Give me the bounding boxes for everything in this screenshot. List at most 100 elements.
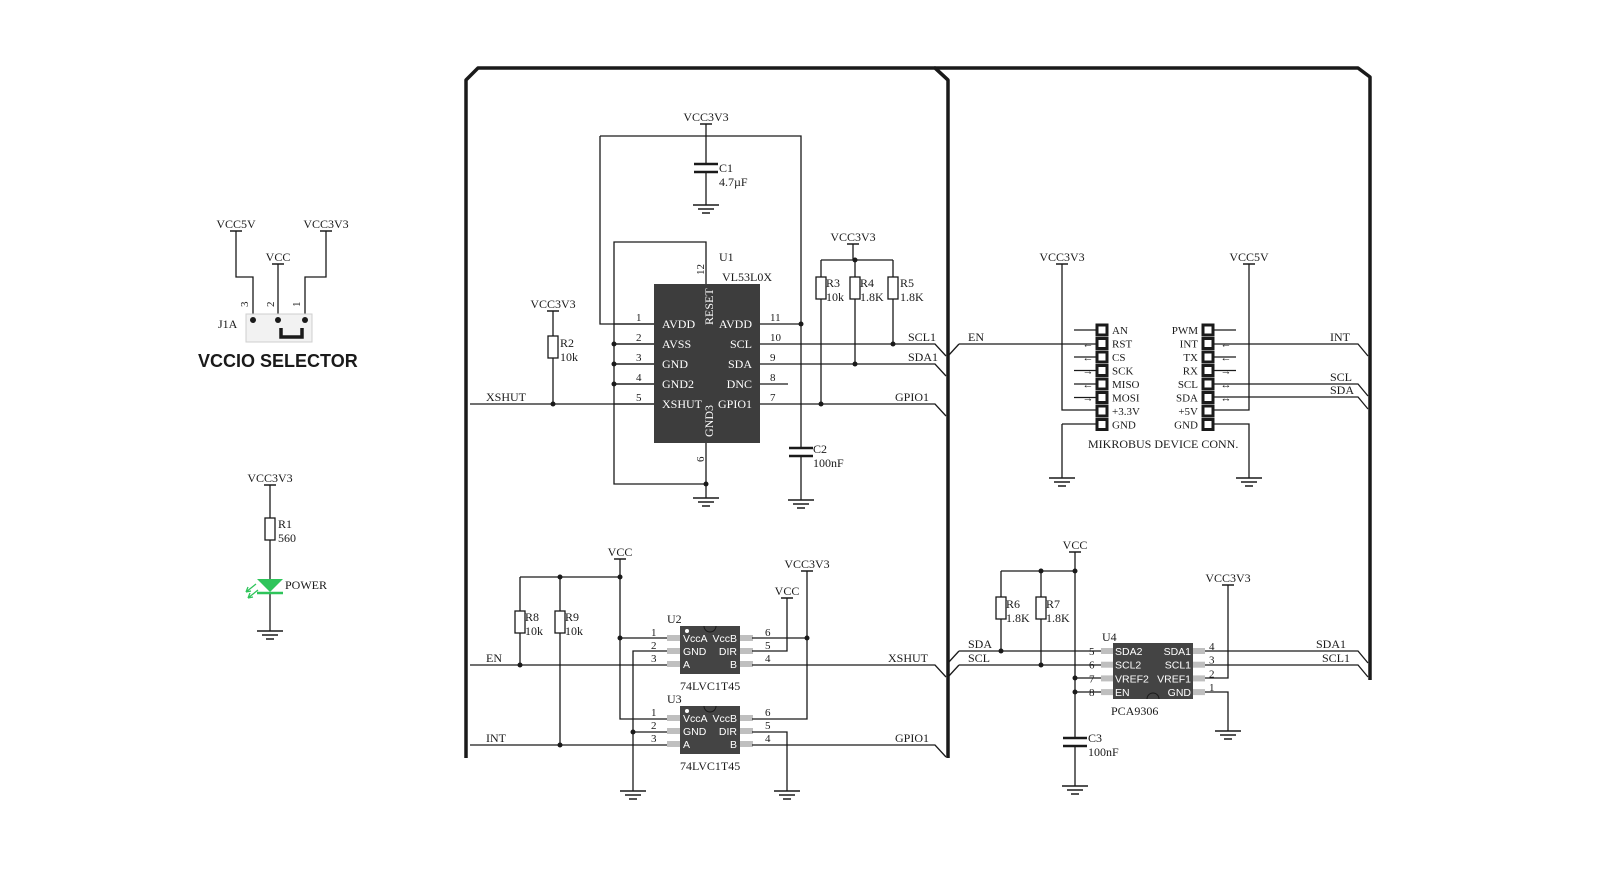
chip-pin-number: 4 (765, 653, 771, 665)
mikrobus-power-wires (1061, 264, 1250, 478)
ground-symbol (692, 204, 720, 214)
power-led-circuit: VCC3V3 R1 560 POWER (245, 471, 327, 640)
vcc3v3-rail-label: VCC3V3 (530, 297, 575, 311)
buffer-net-scl-label: SCL (968, 651, 990, 665)
u1-bottom-pin-name: GND3 (702, 405, 716, 437)
chip-pin-number: 3 (651, 653, 657, 665)
chip-pin-name: VREF1 (1157, 673, 1191, 685)
net-sda1-label: SDA1 (908, 350, 938, 364)
chip-pin (667, 741, 680, 747)
chip-pin (1193, 661, 1205, 668)
chip-pin-name: VccA (683, 713, 708, 725)
mikrobus-right-pin (1201, 337, 1215, 350)
u1-pin-name: XSHUT (662, 397, 703, 411)
chip-pin (667, 648, 680, 654)
chip-pin-number: 6 (765, 627, 771, 639)
chip-pin-number: 2 (1209, 668, 1215, 680)
u1-bottom-pin-num: 6 (695, 456, 707, 462)
vccio-selector: VCC5V VCC VCC3V3 3 2 1 J1A VCCIO SELECTO… (198, 217, 358, 371)
chip-pin-number: 6 (765, 707, 771, 719)
r1-value: 560 (278, 531, 296, 545)
r1-ref: R1 (278, 517, 292, 531)
mikrobus-left-pin-label: SCK (1112, 366, 1133, 378)
junction (852, 257, 858, 263)
junction (703, 481, 709, 487)
chip-pin (740, 661, 753, 667)
junction (1072, 689, 1078, 695)
u1-pin-number: 9 (770, 352, 776, 364)
mikrobus-left-direction-icon: ← (1083, 339, 1094, 351)
mikrobus-right-direction-icon: ↔ (1221, 379, 1232, 391)
translator-u3-chip (680, 706, 740, 754)
resistor-r5 (887, 276, 899, 300)
mikrobus-signal-wires (947, 343, 1369, 410)
ground-symbol (692, 497, 720, 507)
mikrobus-left-pin (1095, 391, 1109, 404)
buffer-net-sda1-label: SDA1 (1316, 637, 1346, 651)
u1-pin-name: SCL (730, 337, 752, 351)
junction (617, 635, 623, 641)
mikrobus-right-direction-icon: → (1221, 366, 1232, 378)
mikrobus-right-pin-label: SDA (1176, 393, 1198, 405)
chip-pin-name: DIR (719, 646, 738, 658)
chip-pin-name: VccA (683, 633, 708, 645)
ground-symbol (787, 499, 815, 509)
vcc3v3-rail-label: VCC3V3 (247, 471, 292, 485)
chip-pin (740, 715, 753, 721)
u1-pin-number: 2 (636, 332, 642, 344)
r4-value: 1.8K (860, 290, 884, 304)
r3-value: 10k (826, 290, 844, 304)
buffer-net-sda-label: SDA (968, 637, 992, 651)
chip-pin (740, 635, 753, 641)
chip-pin-name: GND (1168, 687, 1192, 699)
ground-symbol (1061, 785, 1089, 795)
junction (818, 401, 824, 407)
vcc3v3-rail-label: VCC3V3 (303, 217, 348, 231)
chip-pin (667, 661, 680, 667)
u3-ref: U3 (667, 692, 682, 706)
mikrobus-right-pin (1201, 377, 1215, 391)
junction (1072, 568, 1078, 574)
mikrobus-right-direction-icon: ← (1221, 352, 1232, 364)
mikrobus-right-pin (1201, 364, 1215, 377)
jumper-pin-3 (250, 317, 256, 323)
mikrobus-right-pin (1201, 404, 1215, 418)
mikrobus-right-direction-icon: ← (1221, 339, 1232, 351)
mikrobus-right-pin-label: GND (1174, 420, 1198, 432)
vcc-rail-label: VCC (608, 545, 633, 559)
chip-pin-name: DIR (719, 726, 738, 738)
mikrobus-right-pin-label: TX (1183, 352, 1198, 364)
ground-symbol (1214, 730, 1242, 740)
translator-vcc-wires (519, 559, 668, 745)
vcc-rail-label: VCC (266, 250, 291, 264)
junction (890, 341, 896, 347)
chip-pin (667, 635, 680, 641)
junction (1072, 675, 1078, 681)
junction (550, 401, 556, 407)
junction (1038, 662, 1044, 668)
mikrobus-right-pin (1201, 323, 1215, 337)
vcc5v-rail-label: VCC5V (216, 217, 256, 231)
c1-value: 4.7µF (719, 175, 748, 189)
ground-symbol (619, 790, 647, 800)
jumper-pin-label-1: 1 (291, 302, 303, 308)
jumper-shunt (279, 328, 304, 339)
u1-pin-number: 1 (636, 312, 642, 324)
mikrobus-net-scl-label: SCL (1330, 370, 1352, 384)
buffer-output-wires (1205, 585, 1369, 731)
mikrobus-left-pin (1095, 418, 1109, 431)
mikrobus-right-pin (1201, 391, 1215, 404)
net-int-label: INT (486, 731, 507, 745)
chip-pin-number: 6 (1089, 660, 1095, 672)
vccio-wires (235, 231, 327, 318)
chip-pin-number: 4 (765, 733, 771, 745)
section-border-mikrobus (933, 66, 1372, 680)
vcc-rail-label: VCC (1063, 538, 1088, 552)
chip-pin (667, 715, 680, 721)
chip-pin (740, 728, 753, 734)
mikrobus-right-direction-icon: ↔ (1221, 393, 1232, 405)
mikrobus-left-direction-icon: ← (1083, 352, 1094, 364)
power-led-label: POWER (285, 578, 327, 592)
